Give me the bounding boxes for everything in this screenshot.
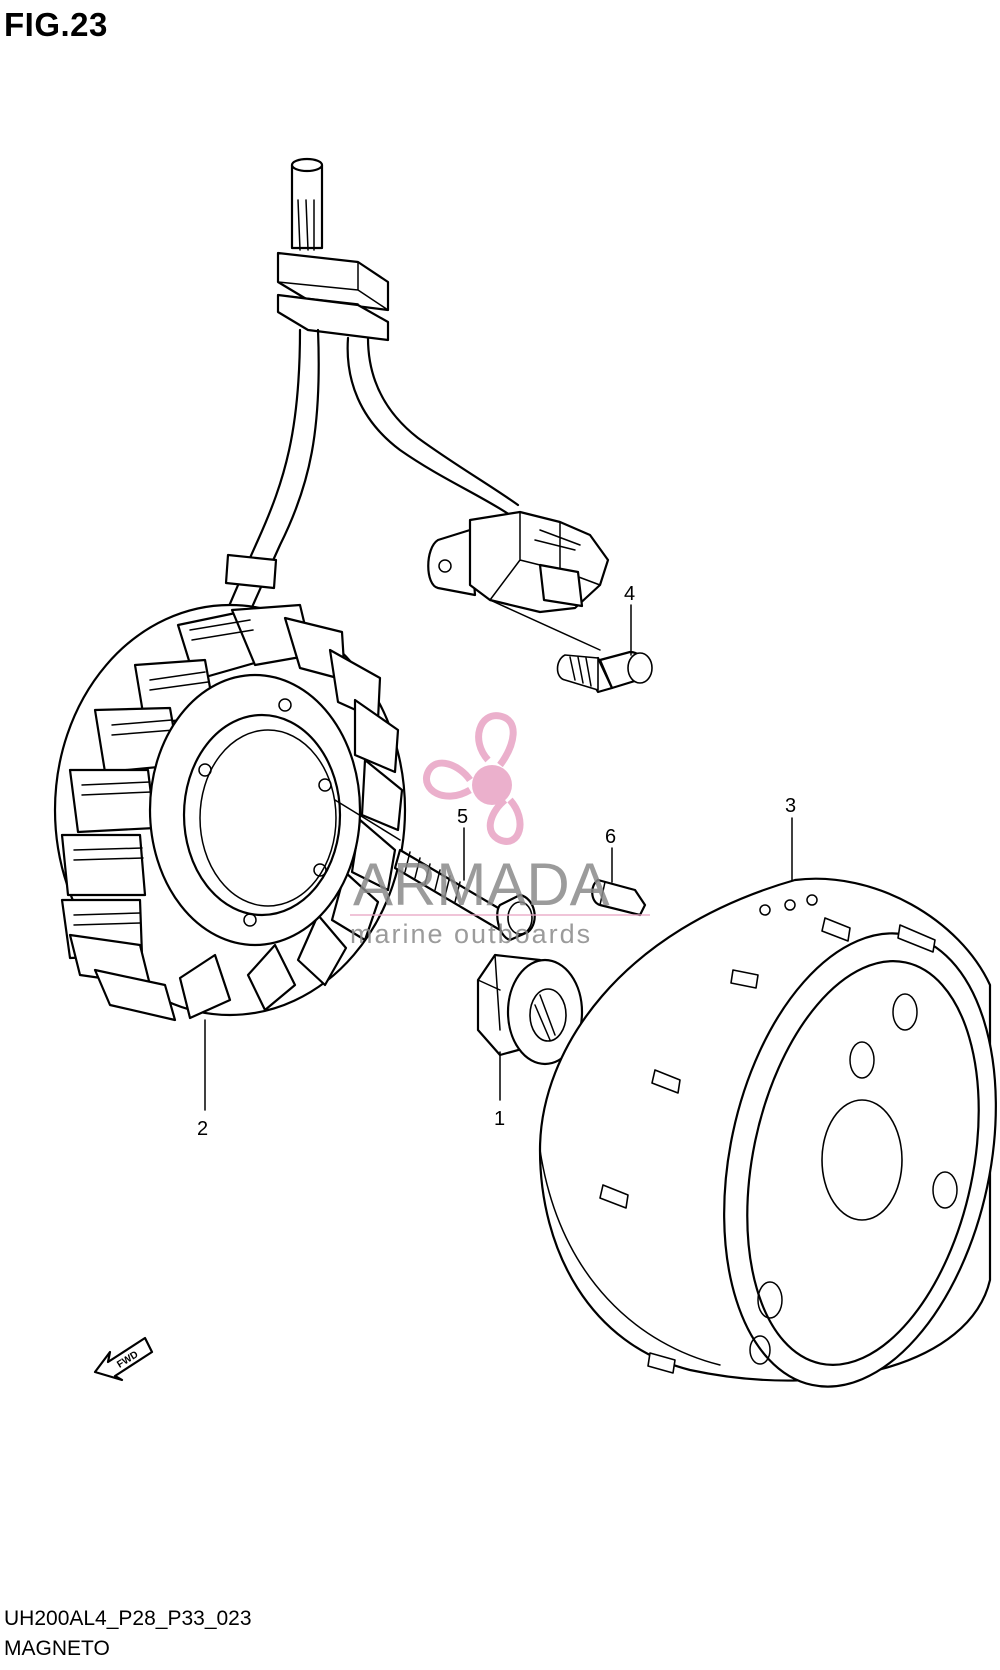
svg-text:6: 6 [605, 826, 616, 848]
diagram-caption: MAGNETO [4, 1637, 110, 1660]
armada-watermark-logo: ARMADA marine outboards [350, 712, 650, 949]
callout-5: 5 [457, 806, 468, 881]
bolt-5 [334, 799, 536, 942]
svg-text:2: 2 [197, 1118, 208, 1140]
watermark-tagline: marine outboards [350, 919, 592, 949]
stator-wire-harness [213, 157, 520, 642]
watermark-name: ARMADA [353, 851, 610, 918]
figure-title: FIG.23 [4, 6, 108, 43]
callout-3: 3 [785, 795, 796, 881]
pulser-coil-sensor [427, 510, 610, 614]
stator-coil [53, 603, 407, 1022]
woodruff-key-6 [591, 878, 647, 917]
callout-2: 2 [197, 1019, 208, 1140]
callout-6: 6 [605, 826, 616, 883]
fwd-direction-arrow: FWD [93, 1336, 154, 1382]
svg-text:3: 3 [785, 795, 796, 817]
diagram-code: UH200AL4_P28_P33_023 [4, 1607, 252, 1630]
svg-text:5: 5 [457, 806, 468, 828]
svg-text:1: 1 [494, 1108, 505, 1130]
screw-4 [489, 599, 653, 694]
flywheel-rotor [538, 877, 997, 1388]
svg-text:4: 4 [624, 583, 635, 605]
callout-1: 1 [494, 1051, 505, 1130]
callout-4: 4 [624, 583, 635, 656]
nut-1 [476, 953, 584, 1066]
